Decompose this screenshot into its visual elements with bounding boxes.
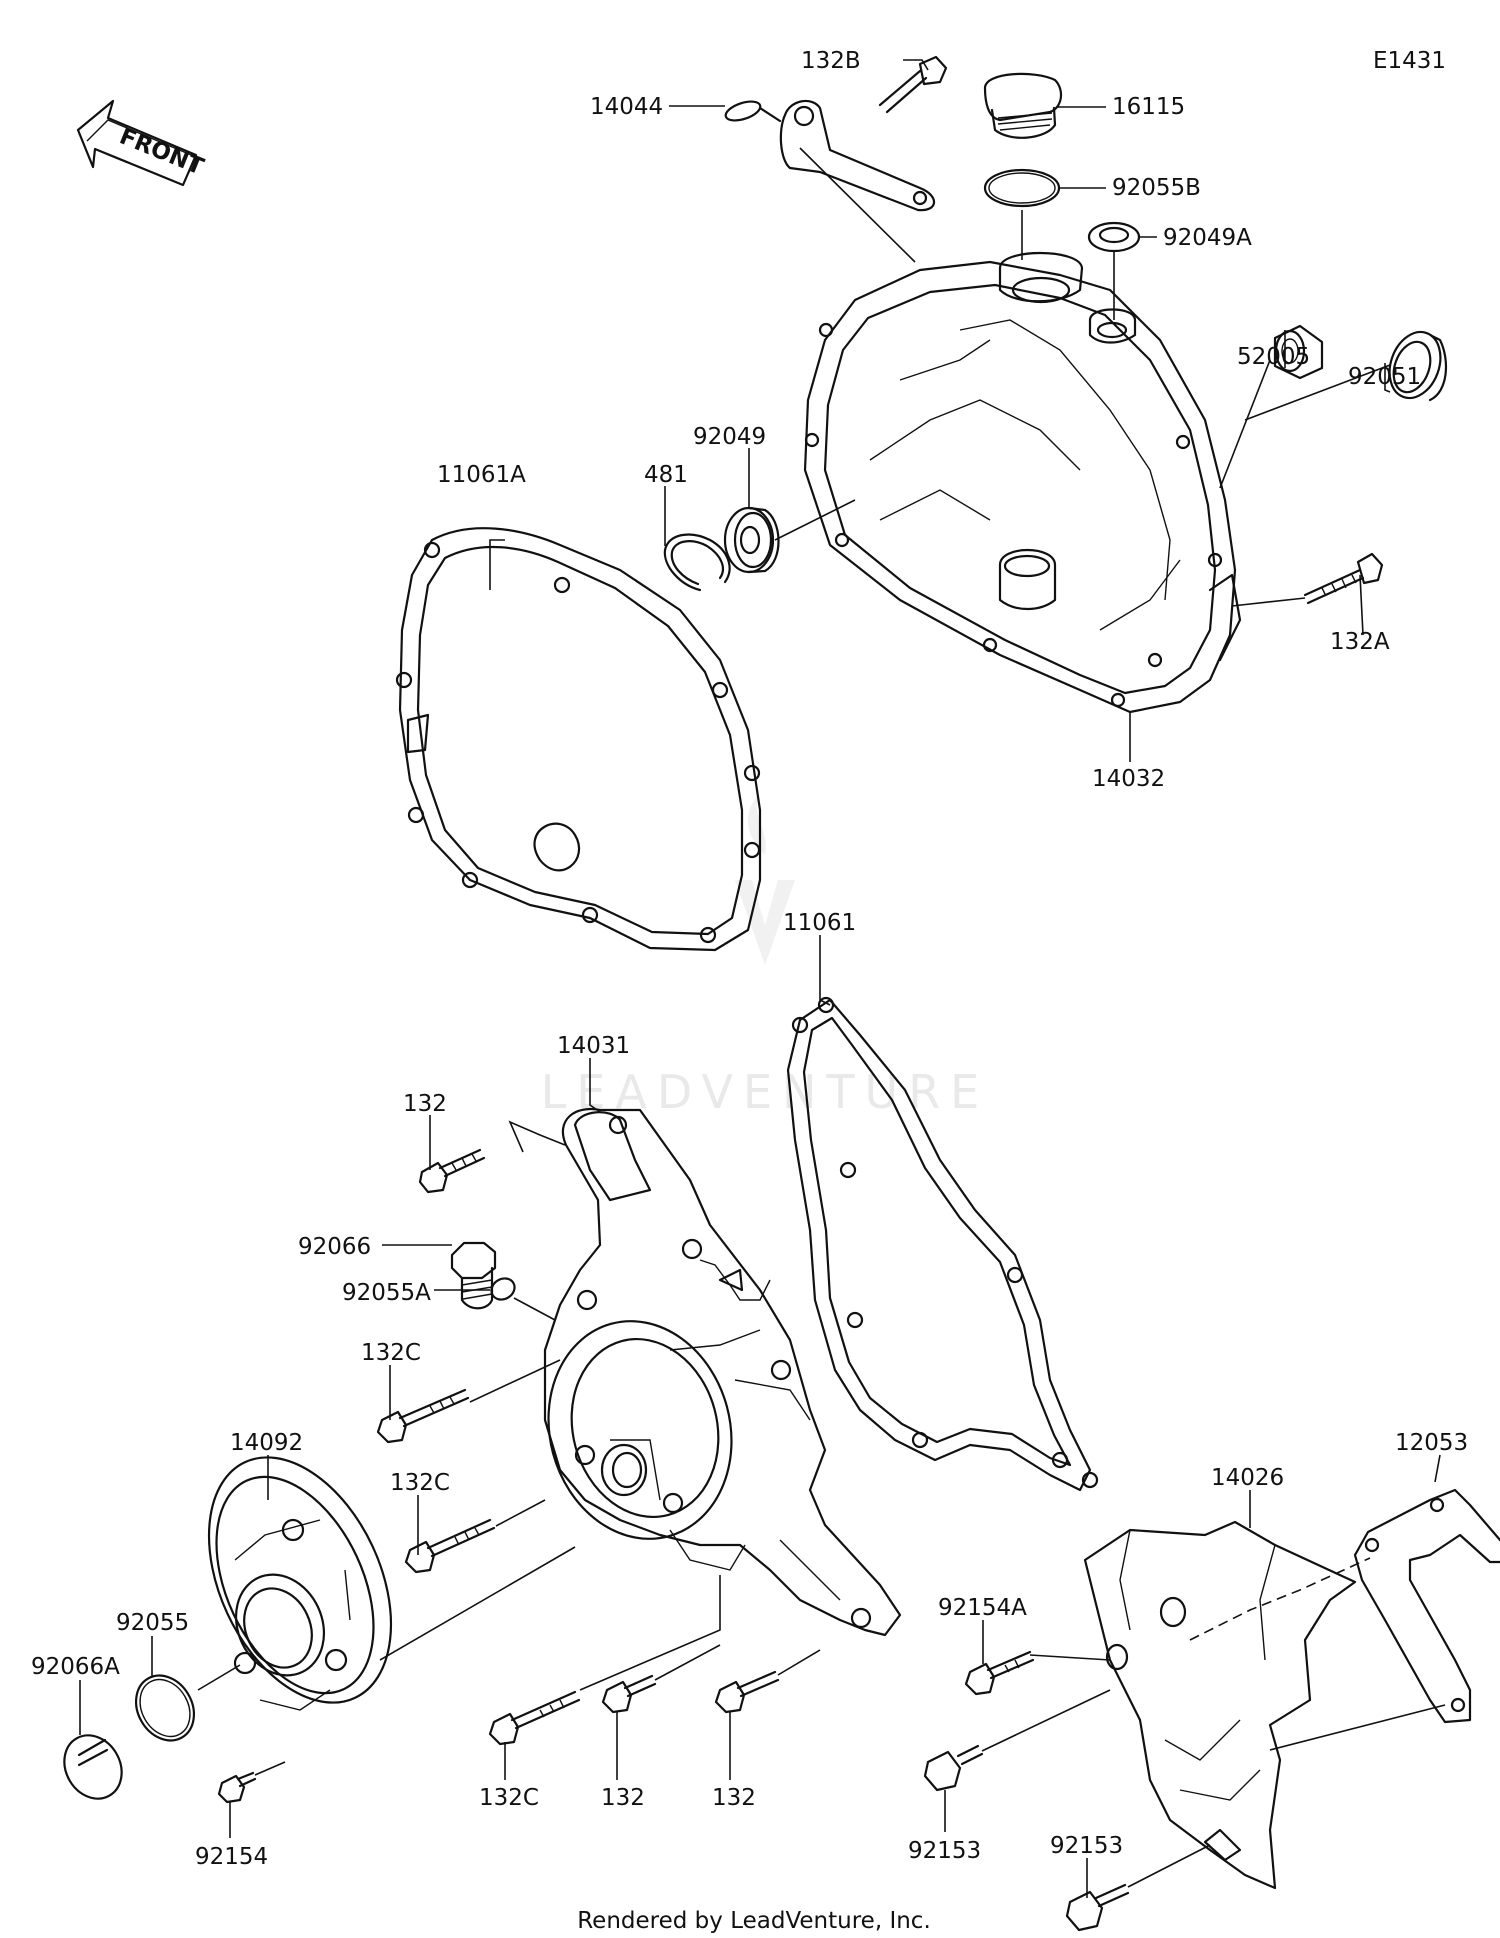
oil-seal-92049a — [1087, 221, 1141, 253]
callout-92154a: 92154A — [938, 1595, 1027, 1621]
bolt-132b — [878, 55, 948, 114]
callout-92049: 92049 — [693, 424, 766, 450]
bracket-12053 — [1353, 1488, 1500, 1724]
callout-52005: 52005 — [1237, 344, 1310, 370]
oil-seal-92051 — [1388, 330, 1447, 402]
sprocket-cover-14026 — [1083, 1520, 1357, 1890]
oil-filler-cap-16115 — [983, 72, 1063, 139]
callout-132-upper: 132 — [403, 1091, 447, 1117]
callout-132-lower-left: 132 — [601, 1785, 645, 1811]
callout-132b: 132B — [801, 48, 861, 74]
callout-14026: 14026 — [1211, 1465, 1284, 1491]
o-ring-92055a — [490, 1277, 516, 1301]
bolt-132-lower-left — [601, 1674, 657, 1714]
callout-14031: 14031 — [557, 1033, 630, 1059]
callout-132c-lower: 132C — [479, 1785, 539, 1811]
callout-92055a: 92055A — [342, 1280, 431, 1306]
o-ring-92055b — [983, 168, 1061, 208]
callout-92055b: 92055B — [1112, 175, 1201, 201]
watermark: LEADVENTURE — [541, 795, 979, 1119]
callout-92049a: 92049A — [1163, 225, 1252, 251]
bolt-132c-lower — [488, 1690, 581, 1746]
o-ring-92055 — [134, 1674, 196, 1742]
bolt-132c-middle — [404, 1518, 496, 1574]
callout-481: 481 — [644, 462, 688, 488]
front-arrow-icon: FRONT — [76, 99, 208, 187]
callout-92154: 92154 — [195, 1844, 268, 1870]
callout-92153-lower: 92153 — [1050, 1833, 1123, 1859]
callout-132c-middle: 132C — [390, 1470, 450, 1496]
callout-92055: 92055 — [116, 1610, 189, 1636]
bolt-132a — [1303, 552, 1384, 605]
callout-labels: 132B 14044 16115 92055B 92049A 52005 920… — [31, 48, 1468, 1870]
callout-132a: 132A — [1330, 629, 1390, 655]
callout-11061: 11061 — [783, 910, 856, 936]
callout-92066a: 92066A — [31, 1654, 120, 1680]
callout-92066: 92066 — [298, 1234, 371, 1260]
callout-14044: 14044 — [590, 94, 663, 120]
bolt-92153-lower — [1065, 1883, 1130, 1932]
front-label: FRONT — [116, 123, 208, 180]
diagram-id: E1431 — [1373, 48, 1446, 74]
callout-132-lower-right: 132 — [712, 1785, 756, 1811]
bushing-52005 — [1273, 324, 1324, 380]
callout-12053: 12053 — [1395, 1430, 1468, 1456]
callout-11061a: 11061A — [437, 462, 526, 488]
cap-14092 — [207, 1456, 393, 1711]
bracket-14044 — [724, 99, 936, 212]
plug-92066 — [450, 1241, 497, 1310]
clutch-cover-14032 — [803, 252, 1242, 714]
oil-seal-92049 — [723, 506, 780, 574]
callout-92051: 92051 — [1348, 364, 1421, 390]
plug-92066a — [63, 1734, 123, 1800]
bolt-132-lower-right — [714, 1670, 780, 1714]
callout-16115: 16115 — [1112, 94, 1185, 120]
callout-92153-middle: 92153 — [908, 1838, 981, 1864]
circlip-481 — [663, 533, 731, 592]
bolt-92154 — [217, 1771, 257, 1804]
generator-cover-14031 — [543, 1107, 902, 1637]
watermark-logo-icon — [735, 795, 795, 965]
bolt-92154a — [964, 1650, 1035, 1696]
leader-lines — [79, 59, 1441, 1898]
footer-credit: Rendered by LeadVenture, Inc. — [577, 1908, 931, 1934]
bolt-132c-upper — [376, 1388, 470, 1444]
callout-132c-upper: 132C — [361, 1340, 421, 1366]
callout-14032: 14032 — [1092, 766, 1165, 792]
assembly-lines — [197, 147, 1446, 1888]
gasket-11061a — [395, 527, 762, 952]
gasket-11061 — [786, 996, 1099, 1492]
callout-14092: 14092 — [230, 1430, 303, 1456]
bolt-92153-middle — [923, 1744, 984, 1792]
bolt-132-upper — [418, 1148, 486, 1194]
